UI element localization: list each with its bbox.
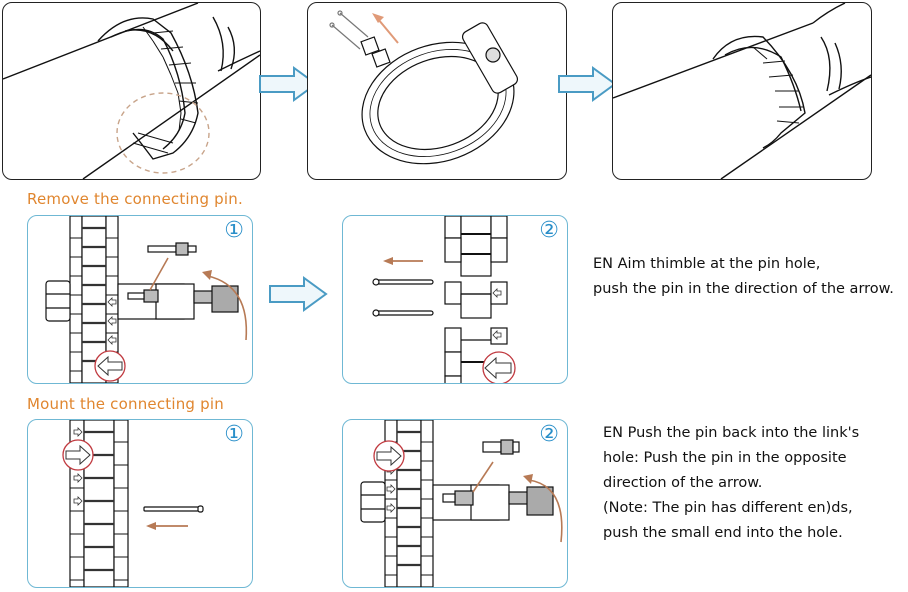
illustration-mount-step1 xyxy=(62,420,204,587)
step-number-1: ① xyxy=(224,422,244,447)
remove-description: EN Aim thimble at the pin hole, push the… xyxy=(593,252,894,302)
panel-band-disassembled xyxy=(307,2,567,180)
mount-section-title: Mount the connecting pin xyxy=(27,395,224,413)
illustration-band-resized xyxy=(613,3,871,179)
description-line: EN Push the pin back into the link's xyxy=(603,425,860,441)
description-line: direction of the arrow. xyxy=(603,475,763,491)
right-arrow-icon xyxy=(259,66,318,102)
left-arrow-icon xyxy=(484,356,512,380)
mount-step2-panel: ② xyxy=(342,419,568,588)
description-line: EN Aim thimble at the pin hole, xyxy=(593,256,821,272)
panel-band-resized-on-wrist xyxy=(612,2,872,180)
illustration-band-disassembled xyxy=(329,10,519,165)
description-line: push the small end into the hole. xyxy=(603,525,843,541)
remove-step1-panel: ① xyxy=(27,215,253,384)
right-arrow-icon xyxy=(65,444,91,466)
illustration-band-on-wrist xyxy=(3,3,260,179)
illustration-remove-step2 xyxy=(372,216,516,383)
step-number-2: ② xyxy=(539,218,559,243)
description-line: hole: Push the pin in the opposite xyxy=(603,450,847,466)
remove-section-title: Remove the connecting pin. xyxy=(27,190,243,208)
description-line: push the pin in the direction of the arr… xyxy=(593,281,894,297)
description-line: (Note: The pin has different en)ds, xyxy=(603,500,853,516)
right-arrow-icon xyxy=(376,445,402,467)
up-left-arrow-icon xyxy=(372,13,384,23)
mount-description: EN Push the pin back into the link's hol… xyxy=(603,421,859,546)
highlight-circle xyxy=(116,92,210,174)
step-number-2: ② xyxy=(539,422,559,447)
left-arrow-icon xyxy=(383,257,393,265)
rotate-arrow-icon xyxy=(207,275,248,341)
illustration-mount-step2 xyxy=(360,420,563,587)
right-arrow-icon xyxy=(558,66,617,102)
panel-band-on-wrist xyxy=(2,2,261,180)
illustration-remove-step1 xyxy=(45,216,248,383)
step-number-1: ① xyxy=(224,218,244,243)
left-arrow-icon xyxy=(146,522,156,530)
small-left-arrows xyxy=(107,297,117,345)
rotate-arrow-icon xyxy=(528,479,563,543)
mount-step1-panel: ① xyxy=(27,419,253,588)
remove-step2-panel: ② xyxy=(342,215,568,384)
left-arrow-icon xyxy=(97,355,123,377)
right-arrow-icon xyxy=(269,276,328,312)
